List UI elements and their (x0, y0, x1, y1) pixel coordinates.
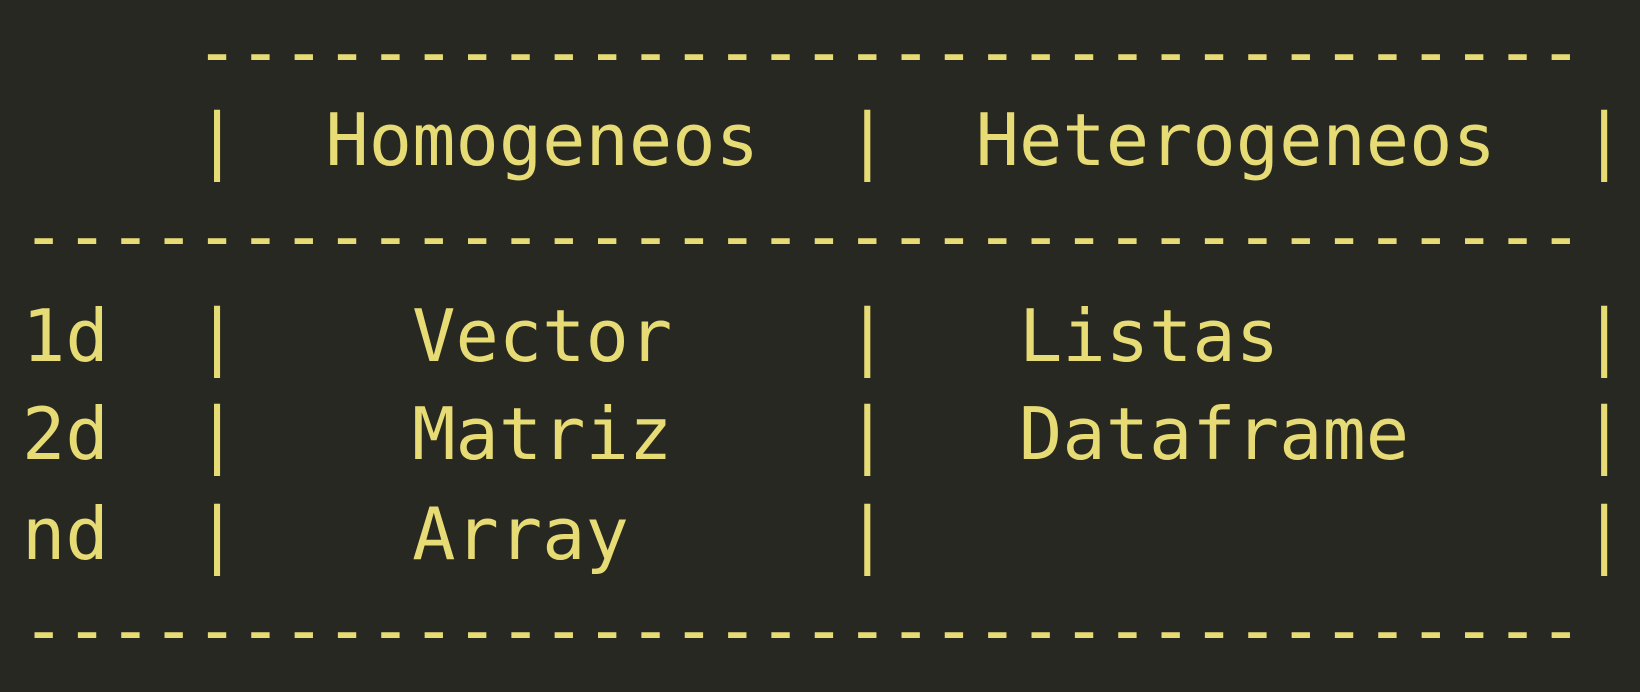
table-top-border-line: -------------------------------- (22, 10, 1583, 94)
table-header-line: | Homogeneos | Heterogeneos | (22, 98, 1626, 182)
table-row-1d: 1d | Vector | Listas | (22, 294, 1626, 378)
table-bottom-border-line: ------------------------------------ (22, 588, 1583, 672)
table-row-2d: 2d | Matriz | Dataframe | (22, 392, 1626, 476)
table-row-nd: nd | Array | | (22, 492, 1626, 576)
table-header-separator-line: ------------------------------------ (22, 194, 1583, 278)
